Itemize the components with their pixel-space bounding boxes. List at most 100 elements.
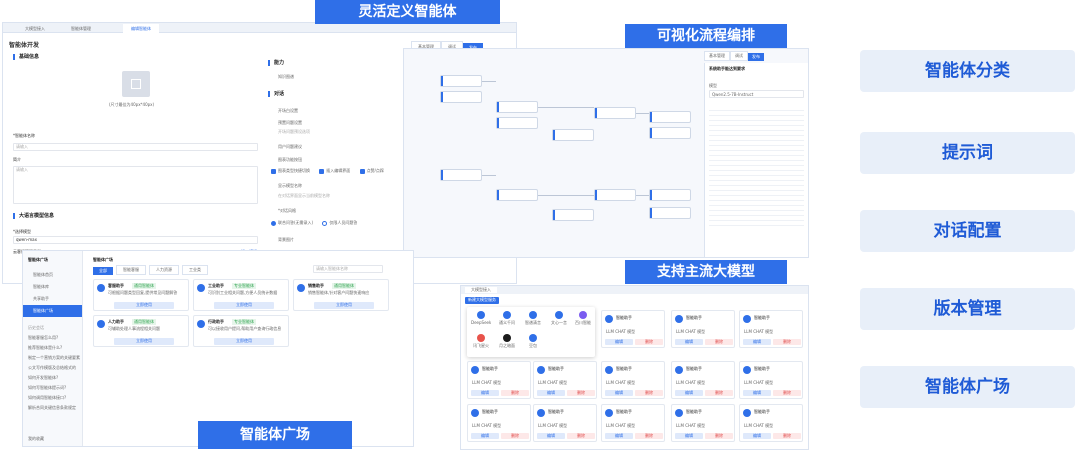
side-item-active[interactable]: 智能体广场 [23,305,82,317]
history-item[interactable]: 智能客服怎么用? [28,335,59,340]
model-edit-button[interactable]: 编辑 [675,339,703,345]
kb-item[interactable]: 知识图谱 [278,74,294,79]
card-use-button[interactable]: 立即使用 [314,302,374,309]
filter-all[interactable]: 全部 [93,267,113,275]
model-delete-button[interactable]: 删除 [705,339,733,345]
history-item[interactable]: 推荐智能体是什么? [28,345,63,350]
menu-version[interactable]: 版本管理 [860,288,1075,330]
provider[interactable]: 智谱清言 [523,311,543,326]
tab-edit-agent[interactable]: 编辑智能体 [123,24,159,34]
radio-icon[interactable] [271,220,276,226]
agent-card[interactable]: 行政助手 专业智能体 可以接收用户提问,帮助用户查询行政信息 立即使用 [193,315,289,347]
history-item[interactable]: 如何开发智能体? [28,375,59,380]
model-edit-button[interactable]: 编辑 [471,433,499,439]
model-delete-button[interactable]: 删除 [773,390,801,396]
provider[interactable]: DeepSeek [471,311,491,325]
model-edit-button[interactable]: 编辑 [675,390,703,396]
avatar-upload[interactable] [122,71,150,97]
model-edit-button[interactable]: 编辑 [743,390,771,396]
provider[interactable]: 豆包 [523,334,543,349]
model-delete-button[interactable]: 删除 [705,433,733,439]
model-edit-button[interactable]: 编辑 [537,433,565,439]
provider[interactable]: 文心一言 [549,311,569,326]
model-edit-button[interactable]: 编辑 [537,390,565,396]
model-select[interactable]: qwen-max [13,236,258,244]
radio-icon[interactable] [322,220,328,226]
side-model-select[interactable]: Qwen2.5-7B-Instruct [709,90,804,98]
model-delete-button[interactable]: 删除 [635,390,663,396]
suggest-item[interactable]: 用户问题建议 [278,144,302,149]
flow-node[interactable] [496,189,538,201]
agent-card[interactable]: 销售助手 通用智能体 销售智能体,针对客户问题快速响应 立即使用 [293,279,389,311]
side-item[interactable]: 智能体首页 [33,272,53,277]
models-tab[interactable]: 大模型接入 [465,287,497,293]
filter-cs[interactable]: 智能客服 [116,265,146,275]
side-item[interactable]: 智能体库 [33,284,49,289]
flow-node[interactable] [649,207,691,219]
history-item[interactable]: 解析合同关键信息条款规定 [28,405,76,410]
card-use-button[interactable]: 立即使用 [114,338,174,345]
model-edit-button[interactable]: 编辑 [743,433,771,439]
agent-card[interactable]: 人力助手 通用智能体 可辅助处理人事流程相关问题 立即使用 [93,315,189,347]
menu-agent-category[interactable]: 智能体分类 [860,50,1075,92]
tab-agent-manage[interactable]: 智能体管理 [71,26,91,31]
model-edit-button[interactable]: 编辑 [605,433,633,439]
flow-node[interactable] [440,91,482,103]
reply-style-item[interactable]: *对话风格 [278,208,296,213]
flow-node[interactable] [496,101,538,113]
card-use-button[interactable]: 立即使用 [214,302,274,309]
model-edit-button[interactable]: 编辑 [605,390,633,396]
flow-node[interactable] [552,209,594,221]
display-name-item[interactable]: 显示模型名称 [278,183,302,188]
model-delete-button[interactable]: 删除 [773,339,801,345]
flow-node[interactable] [496,117,538,129]
menu-dialog-config[interactable]: 对话配置 [860,210,1075,252]
provider[interactable]: 讯飞星火 [471,334,491,349]
model-edit-button[interactable]: 编辑 [605,339,633,345]
menu-prompt[interactable]: 提示词 [860,132,1075,174]
card-use-button[interactable]: 立即使用 [114,302,174,309]
check-icon[interactable] [319,168,325,174]
show-settings-item[interactable]: 图表功能按钮 [278,157,302,162]
agent-card[interactable]: 客服助手 通用智能体 可根据问题类型回复,提供常见问题解答 立即使用 [93,279,189,311]
preset-question-item[interactable]: 预置问题设置 [278,120,302,125]
add-model-button[interactable]: 新建大模型服务 [465,297,499,304]
model-edit-button[interactable]: 编辑 [675,433,703,439]
provider[interactable]: 百川智能 [573,311,593,326]
model-delete-button[interactable]: 删除 [635,339,663,345]
history-item[interactable]: 如何写智能体提示词? [28,385,67,390]
model-delete-button[interactable]: 删除 [501,390,529,396]
intro-textarea[interactable]: 请输入 [13,166,258,204]
flow-node[interactable] [649,127,691,139]
model-delete-button[interactable]: 删除 [567,433,595,439]
filter-hr[interactable]: 人力资源 [149,265,179,275]
model-delete-button[interactable]: 删除 [567,390,595,396]
name-input[interactable]: 请输入 [13,143,258,151]
bg-item[interactable]: 背景图片 [278,237,294,242]
check-icon[interactable] [359,168,365,174]
flow-tab-debug[interactable]: 调试 [730,51,748,61]
square-search-input[interactable]: 请输入智能体名称 [313,265,383,273]
model-edit-button[interactable]: 编辑 [471,390,499,396]
flow-node[interactable] [649,111,691,123]
model-delete-button[interactable]: 删除 [705,390,733,396]
favorites-link[interactable]: 我的收藏 [28,436,44,441]
flow-tab-base[interactable]: 基本管理 [704,51,730,61]
provider[interactable]: 月之暗面 [497,334,517,349]
check-icon[interactable] [271,168,276,174]
flow-tab-publish[interactable]: 发布 [748,53,764,61]
opening-item[interactable]: 开场白设置 [278,108,298,113]
flow-node[interactable] [440,169,482,181]
side-item[interactable]: 共享助手 [33,296,49,301]
flow-node[interactable] [649,189,691,201]
